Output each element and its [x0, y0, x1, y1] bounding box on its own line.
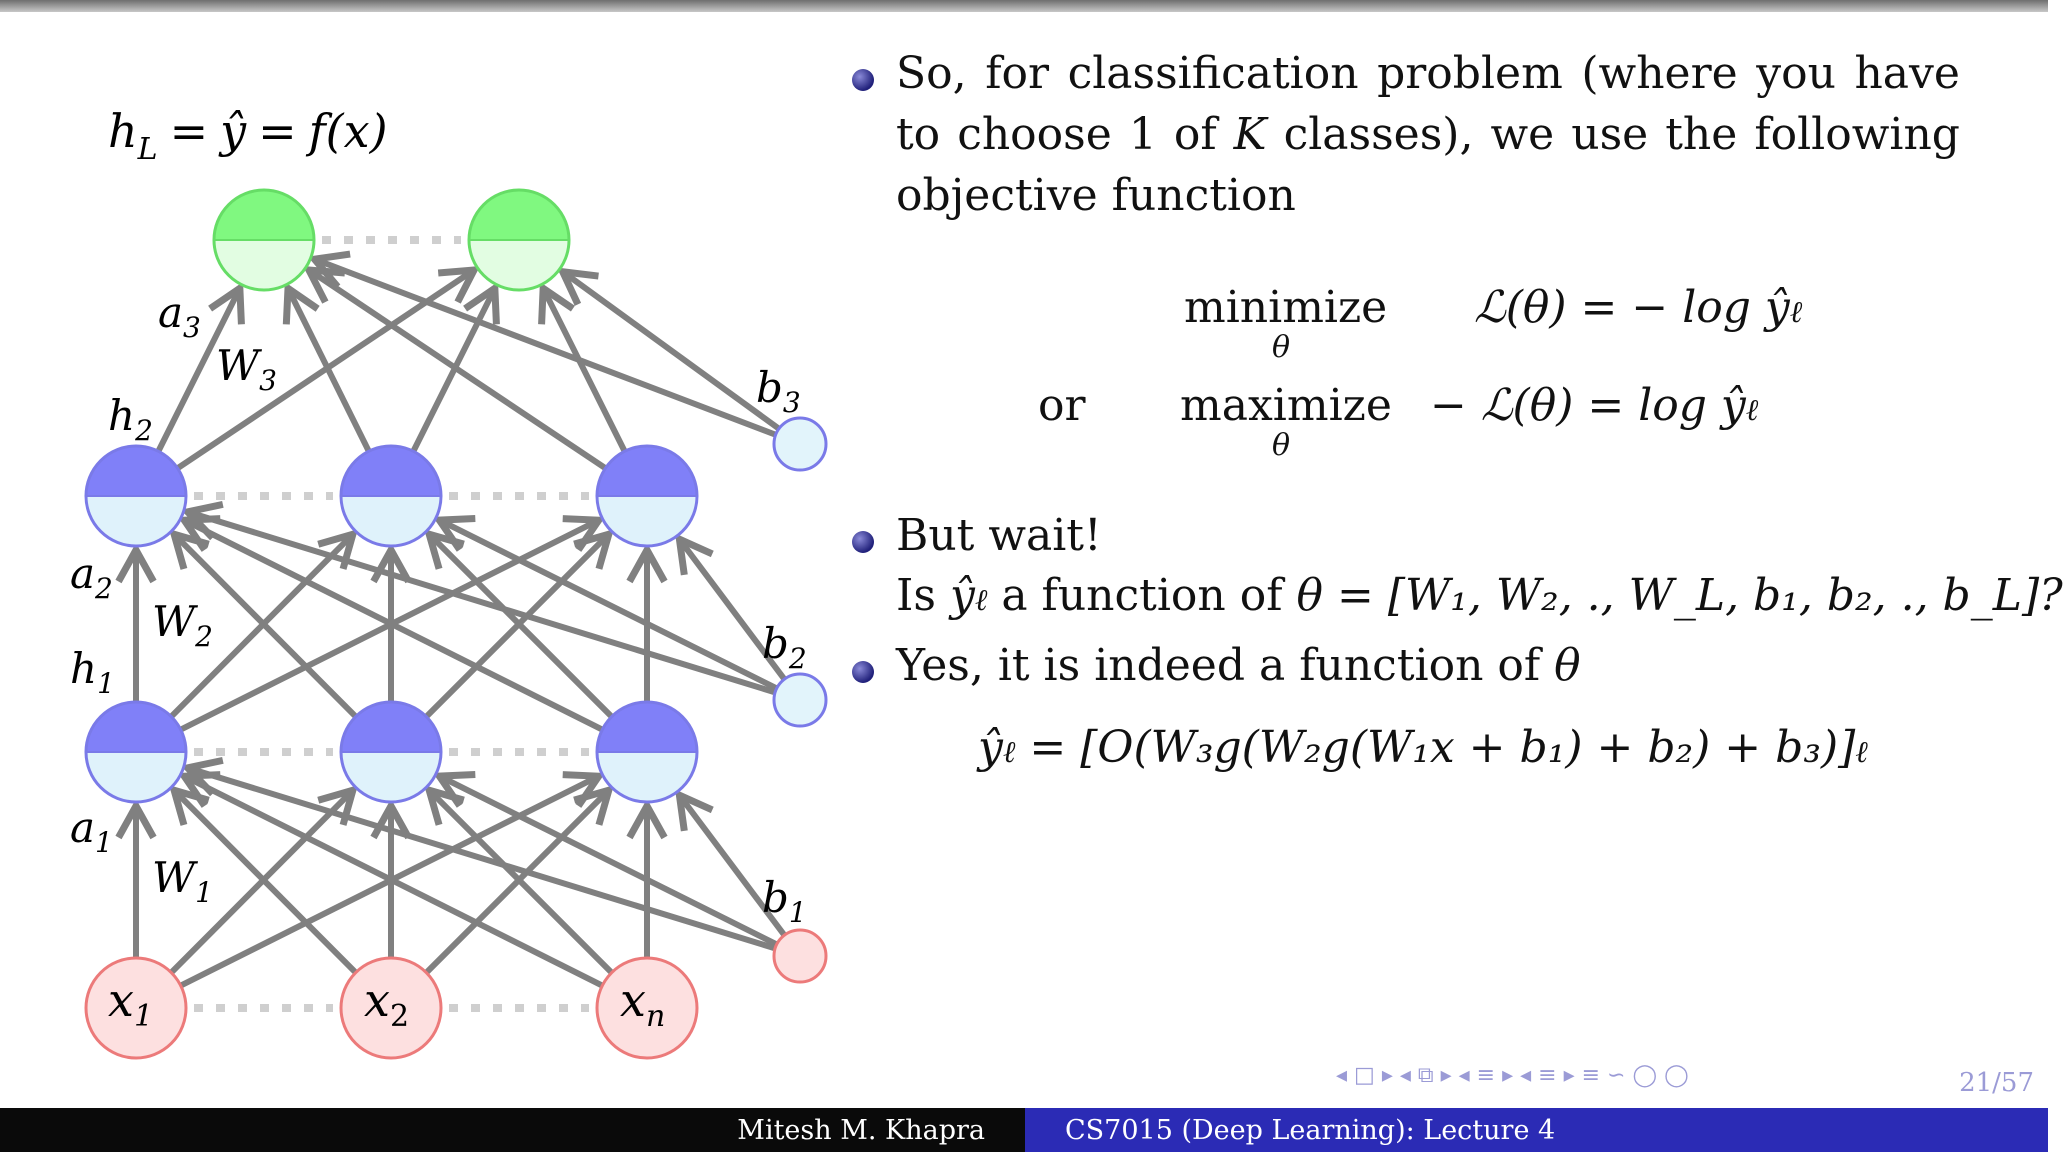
label-b1: b1	[762, 873, 807, 929]
bias-b3	[772, 416, 828, 472]
footer-author: Mitesh M. Khapra	[0, 1108, 1025, 1152]
b3-edge-1	[563, 272, 802, 447]
input-label-xn: xn	[620, 973, 665, 1034]
b1-edge-1	[439, 776, 802, 959]
label-a1: a1	[70, 803, 113, 859]
output-neuron-1	[212, 188, 316, 292]
eq-maximize-rhs: − ℒ(θ) = log ŷℓ	[1430, 380, 1759, 431]
hidden1-neuron-1	[84, 700, 188, 804]
bias-b1	[772, 928, 828, 984]
output-neuron-2	[467, 188, 571, 292]
top-bar	[0, 0, 2048, 12]
label-W1: W1	[152, 853, 213, 909]
b1-edge-2	[679, 795, 803, 958]
w2-edge-2-0	[184, 520, 649, 755]
eq-or: or	[1038, 380, 1086, 431]
input-label-x2: x2	[364, 973, 409, 1034]
hidden1-neuron-3	[595, 700, 699, 804]
input-label-x1: x1	[108, 973, 153, 1034]
eq-minimize: minimize	[1184, 282, 1388, 333]
hidden1-neuron-2	[339, 700, 443, 804]
w1-edge-2-0	[184, 776, 649, 1011]
bullet-3	[852, 661, 874, 683]
dotted-connectors	[194, 236, 589, 1012]
eq-maximize: maximize	[1180, 380, 1392, 431]
eq-minimize-sub: θ	[1272, 330, 1291, 365]
b3-edge-0	[314, 259, 802, 447]
input-neuron-1	[84, 956, 188, 1060]
footer-course: CS7015 (Deep Learning): Lecture 4	[1025, 1108, 2048, 1152]
network-title: hL=ŷ=f(x)	[108, 104, 388, 167]
label-W3: W3	[216, 341, 277, 397]
b1-edge-0	[188, 768, 801, 959]
neural-network-diagram: hL=ŷ=f(x) a3 W3 b3 h2 a2 W2 b2 h1 a1 W1 …	[70, 104, 828, 1060]
input-neuron-3	[595, 956, 699, 1060]
label-b3: b3	[756, 363, 801, 419]
beamer-navigation[interactable]: ◂ □ ▸ ◂ ⧉ ▸ ◂ ≡ ▸ ◂ ≡ ▸ ≡ ∽ ◯ ◯	[1336, 1063, 1689, 1088]
label-b2: b2	[762, 619, 807, 675]
bullet-3-line-1: Yes, it is indeed a function of θ	[896, 640, 1581, 691]
bullet-1	[852, 69, 874, 91]
bullet-2-line-1: But wait!	[896, 510, 1102, 561]
w3-edge-0-1	[134, 270, 474, 499]
label-W2: W2	[152, 597, 213, 653]
eq-yhat-definition: ŷℓ = [O(W₃g(W₂g(W₁x + b₁) + b₂) + b₃)]ℓ	[978, 722, 1868, 773]
label-a3: a3	[158, 288, 201, 344]
nodes	[84, 188, 828, 1060]
footer: Mitesh M. Khapra CS7015 (Deep Learning):…	[0, 1108, 2048, 1152]
label-h2: h2	[108, 391, 153, 447]
hidden2-neuron-3	[595, 444, 699, 548]
hidden2-neuron-1	[84, 444, 188, 548]
b2-edge-1	[439, 520, 802, 703]
eq-minimize-rhs: ℒ(θ) = − log ŷℓ	[1474, 282, 1803, 333]
b2-edge-2	[679, 539, 803, 702]
w3-edge-2-0	[309, 270, 649, 499]
eq-maximize-sub: θ	[1272, 428, 1291, 463]
bias-b2	[772, 672, 828, 728]
hidden2-neuron-2	[339, 444, 443, 548]
bullet-1-line-3: objective function	[896, 170, 1296, 221]
label-h1: h1	[70, 644, 115, 700]
bullet-2	[852, 531, 874, 553]
bullet-2-line-2: Is ŷℓ a function of θ = [W₁, W₂, ., W_L,…	[896, 570, 2063, 621]
label-a2: a2	[70, 549, 113, 605]
page-number: 21/57	[1959, 1068, 2034, 1098]
b2-edge-0	[188, 512, 801, 703]
input-neuron-2	[339, 956, 443, 1060]
